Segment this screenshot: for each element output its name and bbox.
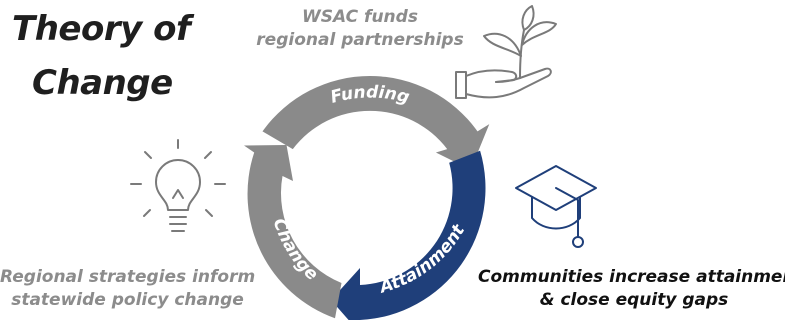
hand-with-seedling-icon	[455, 5, 557, 99]
change-caption-line: Regional strategies inform	[0, 267, 256, 287]
funding-caption: WSAC funds regional partnerships	[245, 6, 475, 52]
cycle-ring	[244, 76, 490, 320]
lightbulb-icon	[130, 139, 226, 232]
attainment-caption-line: Communities increase attainment	[478, 267, 785, 287]
title-line-2: Change	[32, 63, 173, 103]
attainment-caption: Communities increase attainment & close …	[478, 266, 785, 312]
page-title: Theory of Change	[12, 2, 191, 110]
funding-caption-line: regional partnerships	[256, 30, 464, 50]
graduation-cap-icon	[515, 165, 597, 248]
attainment-segment	[331, 150, 486, 320]
title-line-1: Theory of	[12, 9, 191, 49]
funding-caption-line: WSAC funds	[302, 7, 418, 27]
change-caption-line: statewide policy change	[11, 290, 244, 310]
change-caption: Regional strategies inform statewide pol…	[0, 266, 255, 312]
funding-segment	[262, 76, 490, 170]
change-segment	[244, 145, 342, 319]
attainment-caption-line: & close equity gaps	[539, 290, 729, 310]
